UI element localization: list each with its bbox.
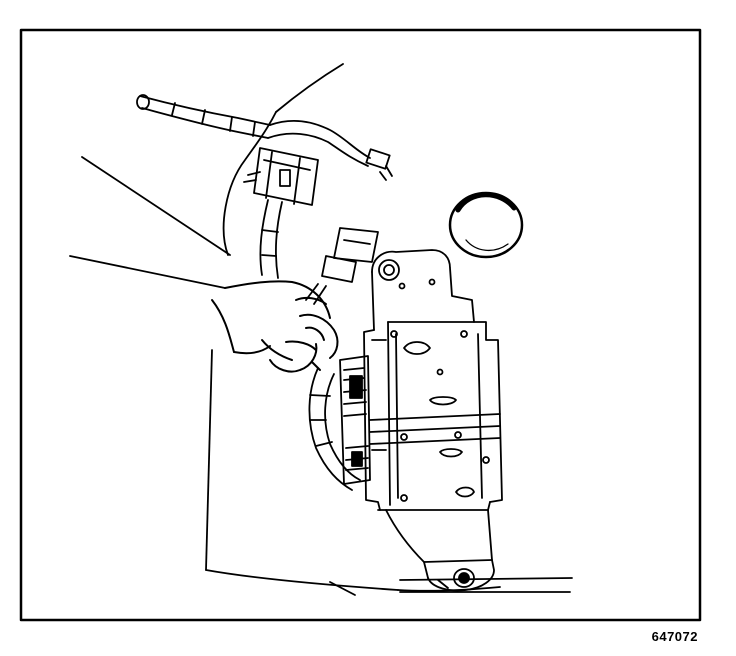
- technician-hand: [211, 280, 339, 373]
- round-access-plug: [448, 191, 524, 259]
- wiring-harness: [136, 94, 393, 491]
- upper-multi-pin-connector: [243, 147, 319, 206]
- figure-frame: [19, 28, 702, 622]
- lower-connector-plate: [339, 355, 371, 485]
- floor-line: [399, 577, 573, 593]
- steering-column-bracket: [363, 249, 503, 592]
- steering-column-cover-panel: [69, 63, 501, 596]
- figure-number: 647072: [651, 629, 698, 644]
- hand-held-connector: [305, 227, 379, 305]
